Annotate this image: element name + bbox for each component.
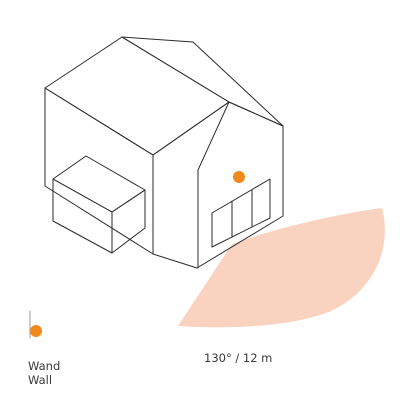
gable-line [197, 101, 230, 171]
detection-area [178, 208, 385, 328]
legend-label-wall: Wall [28, 373, 53, 387]
annex-top [52, 155, 146, 213]
garage-door-frame [211, 178, 271, 248]
legend-sensor-dot [30, 325, 42, 337]
front-wall [44, 87, 154, 255]
detection-range-label: 130° / 12 m [204, 351, 273, 365]
annex-front [52, 178, 113, 254]
house [44, 36, 284, 269]
sensor-dot [233, 171, 245, 183]
legend-label-wand: Wand [28, 359, 61, 373]
roof-right-slope [121, 36, 284, 127]
garage-door [211, 178, 271, 248]
annex-box [52, 155, 146, 254]
roof-left-slope [44, 36, 230, 156]
annex-side [111, 189, 146, 254]
